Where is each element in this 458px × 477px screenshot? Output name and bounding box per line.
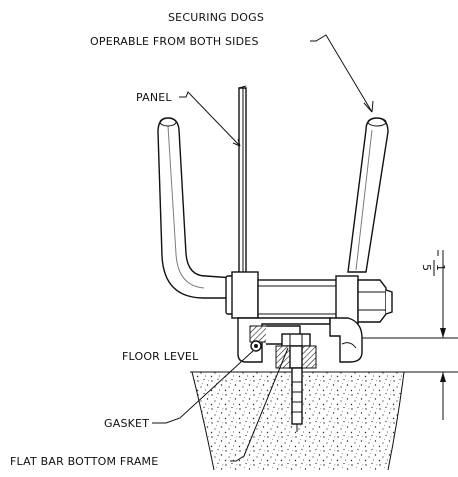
dimension-fraction: 1 5 xyxy=(420,250,447,276)
dimension-height xyxy=(362,250,458,420)
label-panel: PANEL xyxy=(136,91,241,147)
label-securing-dogs-line2: OPERABLE FROM BOTH SIDES xyxy=(90,35,259,48)
label-panel-text: PANEL xyxy=(136,91,172,104)
label-securing-dogs-line1: SECURING DOGS xyxy=(168,11,264,24)
dimension-denominator: 5 xyxy=(420,264,433,271)
label-flat-bar-bottom-frame: FLAT BAR BOTTOM FRAME xyxy=(10,347,289,468)
label-gasket: GASKET xyxy=(104,349,255,430)
label-gasket-text: GASKET xyxy=(104,417,149,430)
label-floor-level: FLOOR LEVEL xyxy=(122,350,199,363)
label-securing-dogs: SECURING DOGS OPERABLE FROM BOTH SIDES xyxy=(90,11,374,113)
securing-dog-right xyxy=(347,117,389,273)
dimension-numerator: 1 xyxy=(434,264,447,271)
hinge-shaft xyxy=(225,271,393,325)
securing-dog-left xyxy=(157,117,235,299)
label-flat-bar-bottom-frame-text: FLAT BAR BOTTOM FRAME xyxy=(10,455,158,468)
label-floor-level-text: FLOOR LEVEL xyxy=(122,350,199,363)
floor-pin xyxy=(275,333,317,432)
